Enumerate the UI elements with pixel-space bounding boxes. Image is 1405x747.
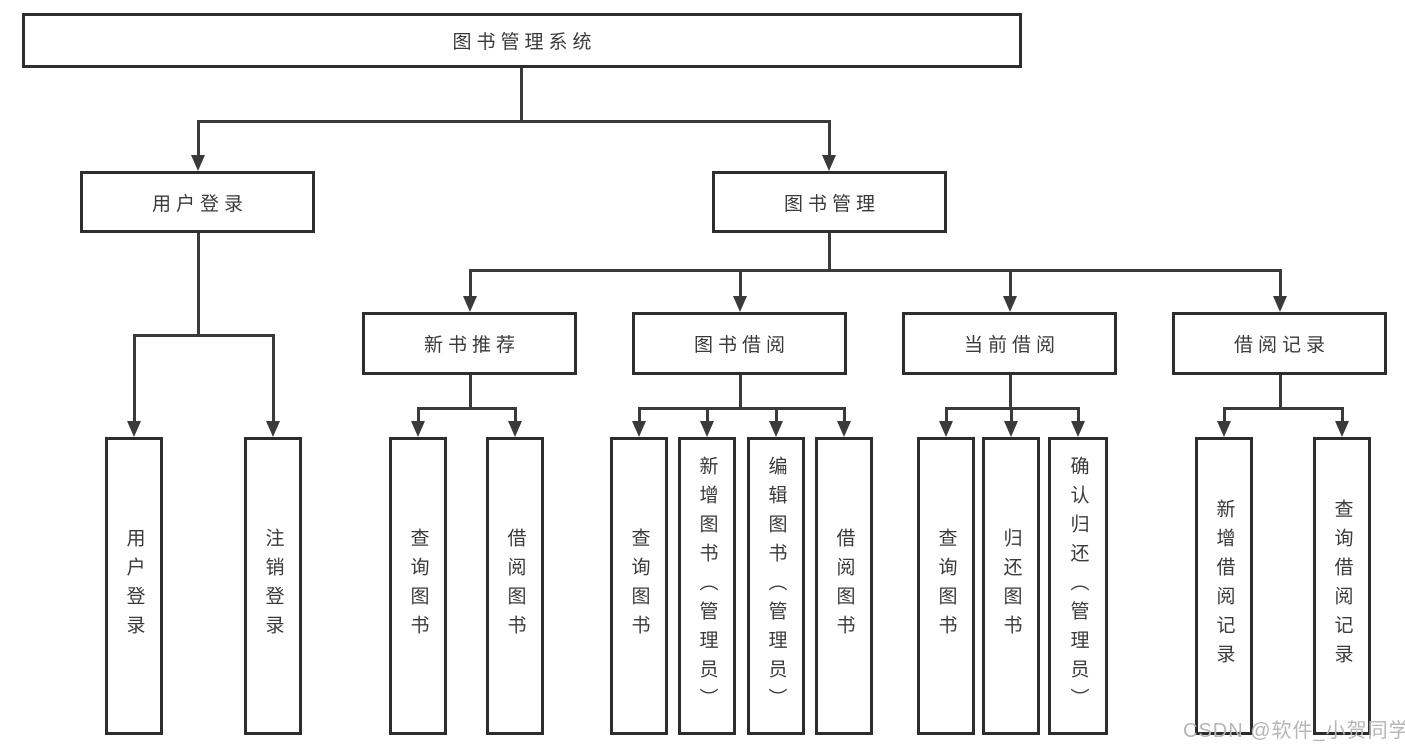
watermark: CSDN @软件_小贺同学: [1183, 720, 1405, 742]
connector-vline: [417, 407, 420, 423]
connector-vline: [706, 407, 709, 423]
leaf-logout: 注销登录: [244, 437, 302, 735]
arrow-down-icon: [508, 421, 522, 437]
leaf-borrow-books-recommend: 借阅图书: [486, 437, 544, 735]
leaf-query-books-borrowing: 查询图书: [610, 437, 668, 735]
arrow-down-icon: [700, 421, 714, 437]
leaf-add-borrow-record: 新增借阅记录: [1195, 437, 1253, 735]
connector-vline: [469, 269, 472, 298]
node-new-book-recommend: 新书推荐: [362, 312, 577, 375]
connector-vline: [1009, 269, 1012, 298]
connector-vline: [1077, 407, 1080, 423]
connector-hline: [469, 269, 1281, 272]
arrow-down-icon: [733, 296, 747, 312]
arrow-down-icon: [837, 421, 851, 437]
arrow-down-icon: [1071, 421, 1085, 437]
connector-vline: [197, 233, 200, 337]
connector-hline: [133, 334, 275, 337]
connector-vline: [828, 233, 831, 272]
arrow-down-icon: [939, 421, 953, 437]
node-borrowing-records: 借阅记录: [1172, 312, 1387, 375]
connector-vline: [1009, 375, 1012, 410]
connector-vline: [828, 120, 831, 158]
arrow-down-icon: [632, 421, 646, 437]
connector-vline: [469, 375, 472, 410]
connector-vline: [739, 375, 742, 410]
connector-vline: [843, 407, 846, 423]
leaf-return-books: 归还图书: [982, 437, 1040, 735]
leaf-confirm-return-admin: 确认归还（管理员）: [1048, 437, 1108, 735]
connector-vline: [1341, 407, 1344, 423]
leaf-borrow-books-borrowing: 借阅图书: [815, 437, 873, 735]
leaf-query-books-recommend: 查询图书: [389, 437, 447, 735]
arrow-down-icon: [1273, 296, 1287, 312]
arrow-down-icon: [822, 155, 836, 171]
connector-vline: [133, 334, 136, 423]
connector-vline: [272, 334, 275, 423]
arrow-down-icon: [769, 421, 783, 437]
arrow-down-icon: [1003, 296, 1017, 312]
connector-vline: [739, 269, 742, 298]
node-user-login: 用户登录: [80, 171, 315, 233]
node-book-management: 图书管理: [712, 171, 947, 233]
arrow-down-icon: [266, 421, 280, 437]
connector-vline: [638, 407, 641, 423]
connector-hline: [638, 407, 845, 410]
leaf-query-borrow-record: 查询借阅记录: [1313, 437, 1371, 735]
connector-hline: [197, 120, 831, 123]
arrow-down-icon: [411, 421, 425, 437]
connector-vline: [1223, 407, 1226, 423]
connector-vline: [197, 120, 200, 158]
arrow-down-icon: [1335, 421, 1349, 437]
leaf-query-books-current: 查询图书: [917, 437, 975, 735]
arrow-down-icon: [463, 296, 477, 312]
connector-vline: [1010, 407, 1013, 423]
leaf-user-login: 用户登录: [105, 437, 163, 735]
leaf-edit-books-admin: 编辑图书（管理员）: [747, 437, 805, 735]
connector-vline: [1279, 375, 1282, 410]
node-library-system: 图书管理系统: [22, 13, 1022, 68]
connector-vline: [945, 407, 948, 423]
connector-vline: [775, 407, 778, 423]
arrow-down-icon: [127, 421, 141, 437]
node-current-borrowing: 当前借阅: [902, 312, 1117, 375]
leaf-add-books-admin: 新增图书（管理员）: [678, 437, 736, 735]
node-book-borrowing: 图书借阅: [632, 312, 847, 375]
arrow-down-icon: [1217, 421, 1231, 437]
arrow-down-icon: [1004, 421, 1018, 437]
connector-vline: [1279, 269, 1282, 298]
arrow-down-icon: [191, 155, 205, 171]
connector-hline: [1223, 407, 1344, 410]
connector-hline: [417, 407, 516, 410]
connector-vline: [520, 68, 523, 122]
connector-vline: [514, 407, 517, 423]
